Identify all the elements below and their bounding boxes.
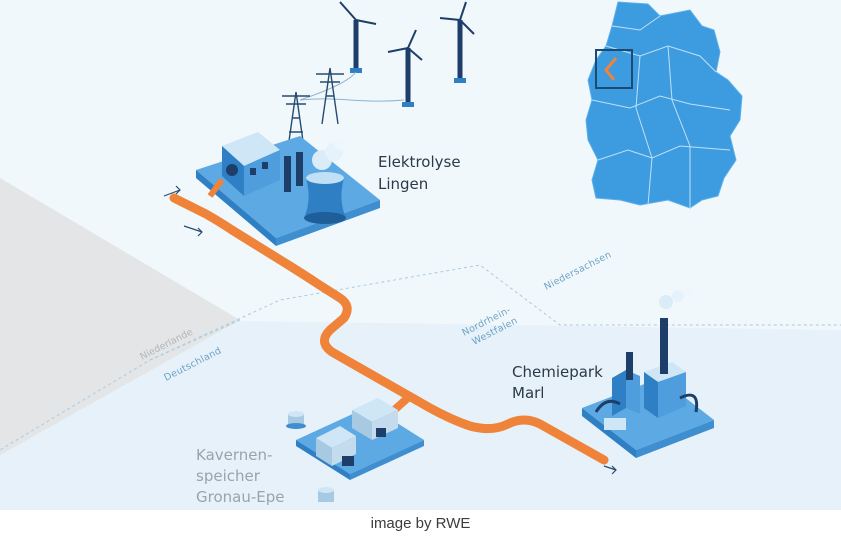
image-caption: image by RWE <box>370 515 471 532</box>
label-kavernen-line2: speicher <box>196 467 261 485</box>
cooling-tower-icon <box>304 138 346 224</box>
well-head-icon <box>286 411 334 502</box>
label-elektrolyse-line1: Elektrolyse <box>378 153 461 171</box>
label-kavernen-line1: Kavernen- <box>196 446 272 464</box>
wind-turbine-icon <box>387 29 423 107</box>
factory-icon <box>612 288 692 418</box>
germany-map <box>585 1 743 209</box>
flow-arrow-icon <box>163 185 617 475</box>
electrolysis-plant <box>196 132 380 246</box>
label-elektrolyse-line2: Lingen <box>378 175 428 193</box>
label-chemiepark-line2: Marl <box>512 384 544 402</box>
national-border <box>0 319 241 451</box>
storage-facility <box>286 398 424 502</box>
wind-turbine-icon <box>439 1 475 83</box>
hydrogen-pipeline <box>169 193 609 465</box>
wind-turbine-icon <box>339 1 377 73</box>
factory-icon <box>222 132 280 196</box>
netherlands-area <box>0 178 240 455</box>
chemiepark-plant <box>582 288 714 458</box>
storage-tank-icon <box>316 398 398 466</box>
power-pylon-icon <box>282 67 344 149</box>
map-pipeline-mini <box>604 57 618 81</box>
map-highlight-box <box>595 49 633 89</box>
label-chemiepark-line1: Chemiepark <box>512 363 603 381</box>
power-lines <box>299 71 405 102</box>
hydrogen-network-diagram: Niederlande Deutschland Niedersachsen No… <box>0 0 841 510</box>
label-kavernen-line3: Gronau-Epe <box>196 488 284 506</box>
